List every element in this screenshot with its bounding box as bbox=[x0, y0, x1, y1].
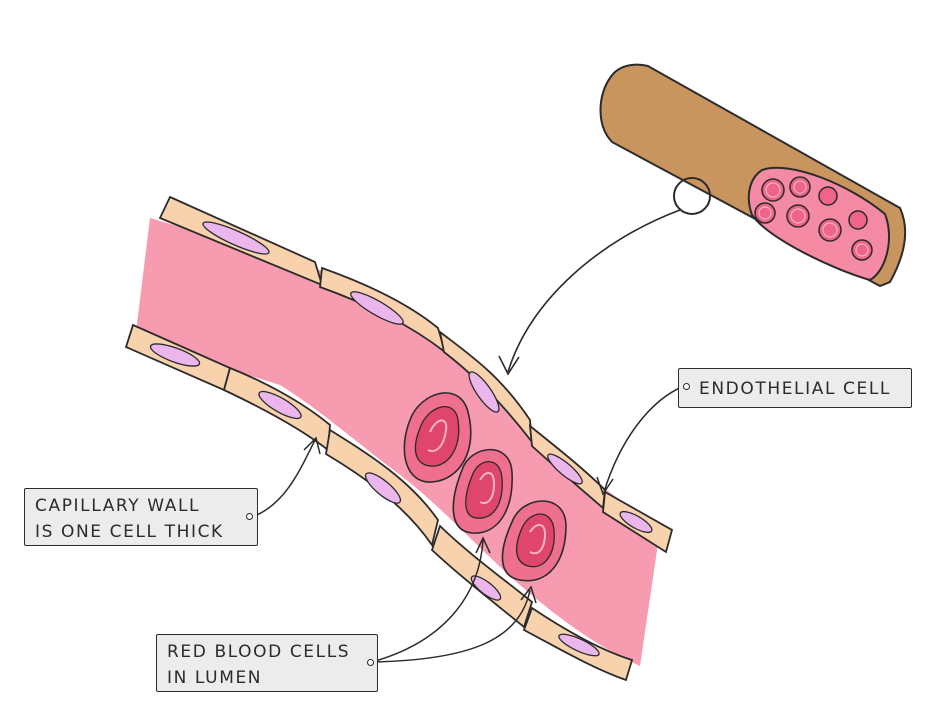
rbc-leader-1 bbox=[371, 539, 484, 663]
endothelial-leader bbox=[603, 385, 685, 493]
red-blood-cells-text-line1: RED BLOOD CELLS bbox=[167, 642, 351, 662]
leader-lines bbox=[251, 385, 685, 663]
nuclei-top bbox=[202, 221, 653, 534]
red-blood-cells-label-hole bbox=[367, 659, 374, 666]
capillary-wall-text-line1: CAPILLARY WALL bbox=[35, 496, 201, 516]
nuclei-bottom bbox=[149, 343, 600, 657]
zoom-arrowhead bbox=[498, 355, 520, 376]
capillary-wall-leader-head bbox=[303, 436, 321, 455]
capillary-wall-text-line2: IS ONE CELL THICK bbox=[35, 522, 224, 542]
zoom-arrow bbox=[507, 209, 681, 373]
endothelial-leader-head bbox=[596, 476, 614, 496]
red-blood-cells-text-line2: IN LUMEN bbox=[167, 668, 263, 688]
rbc-leader-2-head bbox=[520, 585, 537, 604]
capillary-wall-bottom bbox=[124, 323, 634, 682]
zoom-circle bbox=[673, 177, 711, 215]
red-blood-cell-1 bbox=[403, 392, 472, 483]
capillary-wall-label: CAPILLARY WALL IS ONE CELL THICK bbox=[24, 488, 258, 546]
endothelial-cell-label: ENDOTHELIAL CELL bbox=[678, 368, 912, 408]
rbc-leader-1-head bbox=[475, 536, 491, 554]
endothelial-cell-text: ENDOTHELIAL CELL bbox=[699, 379, 891, 399]
endothelial-label-hole bbox=[683, 383, 690, 390]
capillary-wall-leader bbox=[251, 439, 316, 518]
red-blood-cell-3 bbox=[501, 500, 567, 582]
red-blood-cells bbox=[403, 392, 567, 582]
capillary-wall-label-hole bbox=[246, 513, 253, 520]
vessel-cross-section-cells bbox=[754, 176, 873, 261]
vessel-overview bbox=[599, 63, 907, 288]
capillary-lumen bbox=[135, 218, 660, 666]
red-blood-cells-label: RED BLOOD CELLS IN LUMEN bbox=[156, 634, 378, 692]
red-blood-cell-2 bbox=[452, 448, 513, 534]
rbc-leader-2 bbox=[371, 589, 531, 663]
